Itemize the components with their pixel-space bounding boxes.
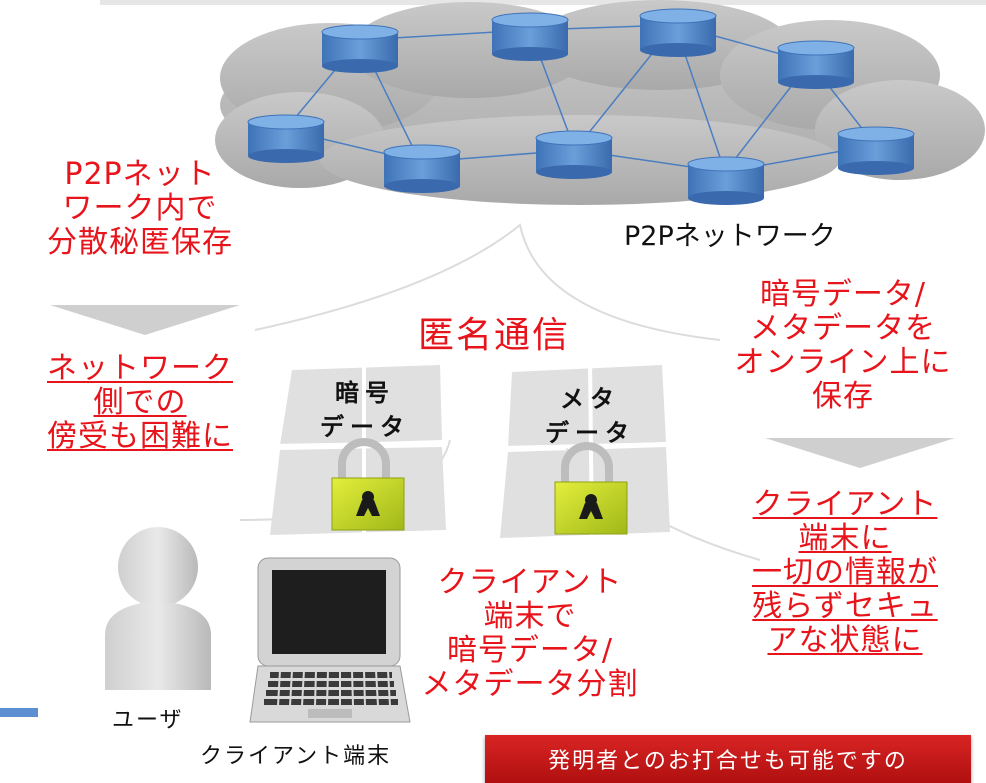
card-meta-label: メタ データ (545, 385, 635, 447)
right-arrow (765, 438, 955, 468)
network-node (491, 12, 569, 61)
card-meta-data (499, 359, 673, 546)
user-icon (105, 527, 211, 690)
network-node (321, 24, 399, 73)
network-node (247, 114, 325, 163)
lock-icon (554, 442, 628, 535)
laptop-icon (249, 557, 411, 723)
network-node (687, 156, 765, 205)
anonymous-communication-title: 匿名通信 (418, 315, 571, 356)
network-node (383, 144, 461, 193)
right-bottom-text: クライアント 端末に 一切の情報が 残らずセキュ アな状態に (752, 487, 938, 658)
client-label: クライアント端末 (200, 744, 392, 769)
card-cipher-data (269, 362, 449, 540)
network-node (535, 130, 613, 179)
network-nodes (247, 8, 915, 205)
network-node (777, 40, 855, 89)
left-bottom-text: ネットワーク 側での 傍受も困難に (47, 351, 233, 454)
network-node (837, 126, 915, 175)
lock-icon (331, 438, 405, 531)
inquiry-banner[interactable]: 発明者とのお打合せも可能ですの (485, 735, 971, 783)
left-arrow (50, 305, 240, 335)
left-top-text: P2Pネット ワーク内で 分散秘匿保存 (47, 157, 233, 260)
network-label: P2Pネットワーク (624, 221, 836, 252)
user-label: ユーザ (112, 708, 184, 733)
card-cipher-label: 暗号 データ (320, 379, 410, 441)
slide-accent-bar (0, 708, 38, 717)
network-node (639, 8, 717, 57)
right-top-text: 暗号データ/ メタデータを オンライン上に 保存 (734, 277, 952, 414)
client-split-text: クライアント 端末で 暗号データ/ メタデータ分割 (421, 565, 639, 702)
